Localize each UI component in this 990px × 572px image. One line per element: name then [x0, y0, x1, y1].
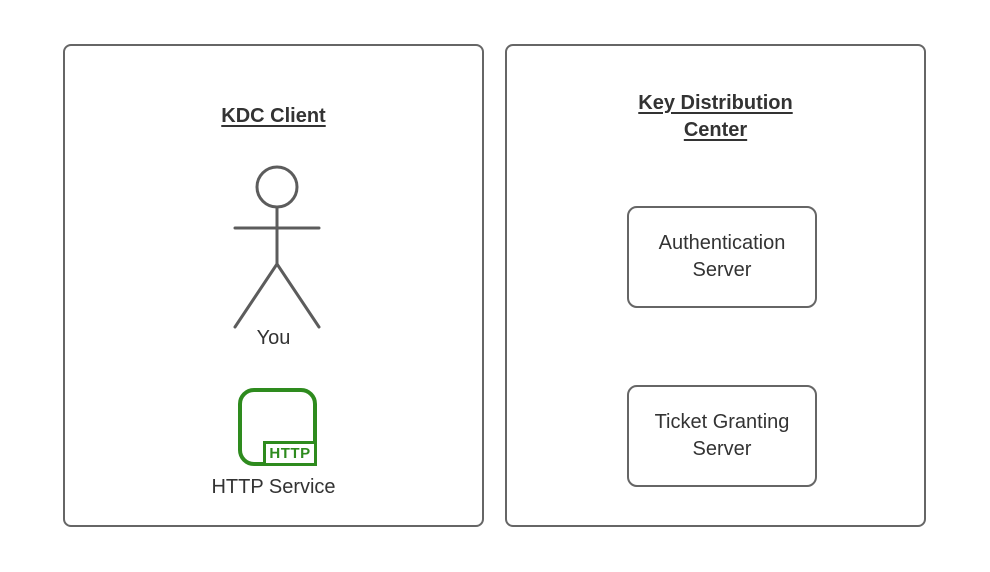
- ticket-granting-server-box: Ticket Granting Server: [627, 385, 817, 487]
- actor-label: You: [256, 327, 291, 349]
- kdc-client-panel: KDC Client You HTTP HTTP Service: [63, 44, 484, 527]
- key-distribution-center-title: Key Distribution Center: [638, 92, 793, 141]
- kdc-client-title: KDC Client: [221, 105, 326, 127]
- http-service-icon: HTTP: [238, 388, 317, 466]
- http-service-label: HTTP Service: [211, 476, 336, 498]
- stick-figure-icon: [233, 165, 321, 329]
- key-distribution-center-panel: Key Distribution Center Authentication S…: [505, 44, 926, 527]
- authentication-server-box: Authentication Server: [627, 206, 817, 308]
- http-badge: HTTP: [263, 441, 317, 466]
